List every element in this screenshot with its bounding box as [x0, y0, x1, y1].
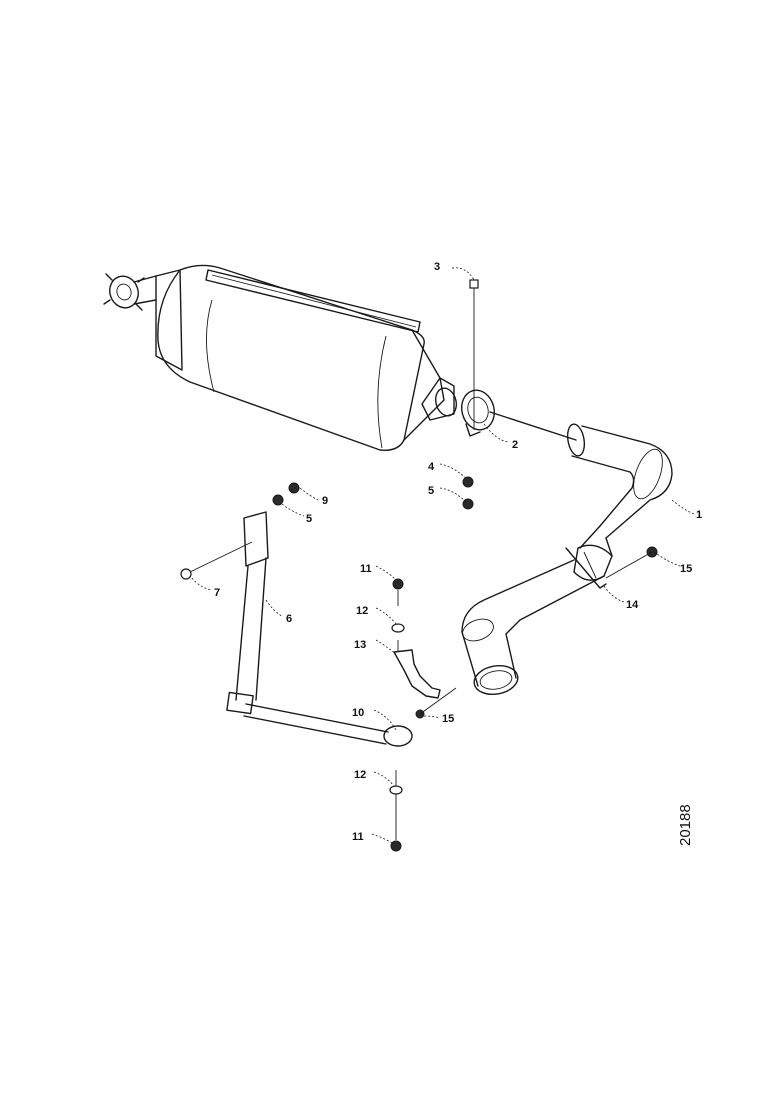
callouts: 3 2 4 5 1 9 5 15 11 7 14 12 6 13 10 15 1… — [214, 261, 702, 843]
callout-4: 4 — [428, 461, 435, 473]
washer-4 — [462, 476, 474, 488]
callout-2: 2 — [512, 439, 518, 451]
bolt-3 — [469, 279, 479, 430]
callout-11-lower: 11 — [352, 831, 364, 843]
nut-5-bracket — [272, 494, 284, 506]
callout-9: 9 — [322, 495, 328, 507]
callout-10: 10 — [352, 707, 364, 719]
washer-12-upper — [391, 623, 405, 633]
callout-12-lower: 12 — [354, 769, 366, 781]
tail-pipe-1 — [461, 411, 673, 696]
callout-5-upper: 5 — [428, 485, 434, 497]
bolt-7 — [180, 541, 253, 580]
washer-9 — [288, 482, 300, 494]
nut-5 — [462, 498, 474, 510]
callout-13: 13 — [354, 639, 366, 651]
drawing-reference-number: 20188 — [677, 804, 694, 846]
nut-11-lower — [390, 794, 402, 852]
leader-lines — [191, 267, 695, 845]
bolt-15-lower — [415, 687, 457, 719]
hanger-13 — [393, 640, 441, 699]
callout-6: 6 — [286, 613, 292, 625]
bolt-15-upper — [605, 546, 658, 579]
callout-15-upper: 15 — [680, 563, 692, 575]
callout-15-lower: 15 — [442, 713, 454, 725]
silencer — [103, 264, 458, 451]
callout-3: 3 — [434, 261, 440, 273]
bracket-6 — [226, 511, 413, 747]
bolt-11-upper — [392, 578, 404, 606]
washer-12-lower — [389, 770, 403, 795]
callout-14: 14 — [626, 599, 639, 611]
clamp-14 — [565, 547, 607, 589]
callout-5-bracket: 5 — [306, 513, 312, 525]
callout-11-upper: 11 — [360, 563, 372, 575]
callout-1: 1 — [696, 509, 702, 521]
callout-12-upper: 12 — [356, 605, 368, 617]
callout-7: 7 — [214, 587, 220, 599]
clamp-2 — [461, 389, 495, 437]
